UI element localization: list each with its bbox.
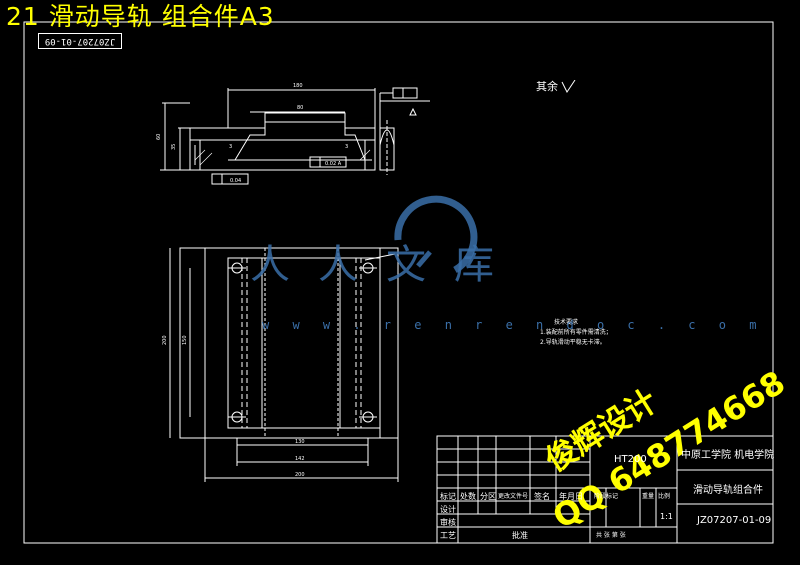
weight-label: 重量: [642, 493, 655, 500]
material-label: HT200: [614, 454, 647, 465]
svg-text:200: 200: [295, 472, 305, 478]
part-name: 滑动导轨组合件: [693, 485, 763, 496]
col-label-signature: 签名: [534, 492, 550, 501]
top-view-dimension-text: 130 142 200 200 150: [162, 335, 305, 478]
svg-text:60: 60: [156, 134, 162, 140]
title-block-grid: [436, 435, 774, 544]
svg-text:180: 180: [293, 83, 303, 89]
svg-text:0.02 A: 0.02 A: [325, 161, 342, 167]
tech-note-line: 2.导轨滑动平稳无卡滞。: [540, 339, 606, 346]
row-label-design: 设计: [440, 505, 456, 514]
top-view: [169, 247, 399, 482]
svg-text:80: 80: [297, 105, 303, 111]
scale-label: 比例: [658, 493, 671, 500]
tech-note-line: 1.装配前所有零件需清洗；: [540, 329, 612, 336]
front-view-dimension-text: 180 80 60 35 3 3 0.04 0.02 A: [156, 83, 348, 184]
watermark-logo-text: 人人文库: [250, 242, 522, 288]
scale-value: 1:1: [660, 512, 673, 521]
school-name: 中原工学院 机电学院: [681, 450, 775, 461]
svg-text:150: 150: [182, 335, 188, 345]
col-label-date: 年月日: [559, 492, 583, 501]
row-label-mark: 标记: [440, 492, 456, 501]
technical-notes: 技术要求 1.装配前所有零件需清洗； 2.导轨滑动平稳无卡滞。: [540, 318, 660, 348]
col-label-zone: 分区: [480, 492, 496, 501]
row-label-review: 审核: [440, 518, 456, 527]
watermark-domain: w w w . r e n r e n d o c . c o m: [262, 318, 765, 332]
svg-text:3: 3: [345, 144, 348, 150]
col-label-change-doc: 更改文件号: [498, 493, 529, 500]
sheet-label: 共 张 第 张: [596, 532, 626, 539]
front-view: [160, 87, 430, 185]
sheet-border: [23, 21, 774, 544]
tech-note-heading: 技术要求: [554, 319, 579, 326]
col-label-count: 处数: [460, 492, 476, 501]
svg-text:3: 3: [229, 144, 232, 150]
roughness-symbol-icon: [561, 80, 576, 93]
part-number: JZ07207-01-09: [697, 515, 772, 526]
roughness-label: 其余: [536, 80, 558, 93]
svg-text:35: 35: [171, 144, 177, 150]
approve-label: 批准: [512, 531, 528, 540]
stage-mark-label: 阶段标记: [594, 493, 619, 500]
drawing-number-upside-down: JZ07207-01-09: [38, 33, 122, 49]
drawing-title: 21 滑动导轨 组合件A3: [6, 2, 275, 31]
row-label-process: 工艺: [440, 531, 456, 540]
watermark-logo: [394, 195, 478, 274]
svg-text:142: 142: [295, 456, 305, 462]
svg-text:0.04: 0.04: [230, 178, 241, 184]
svg-text:130: 130: [295, 439, 305, 445]
svg-text:200: 200: [162, 335, 168, 345]
